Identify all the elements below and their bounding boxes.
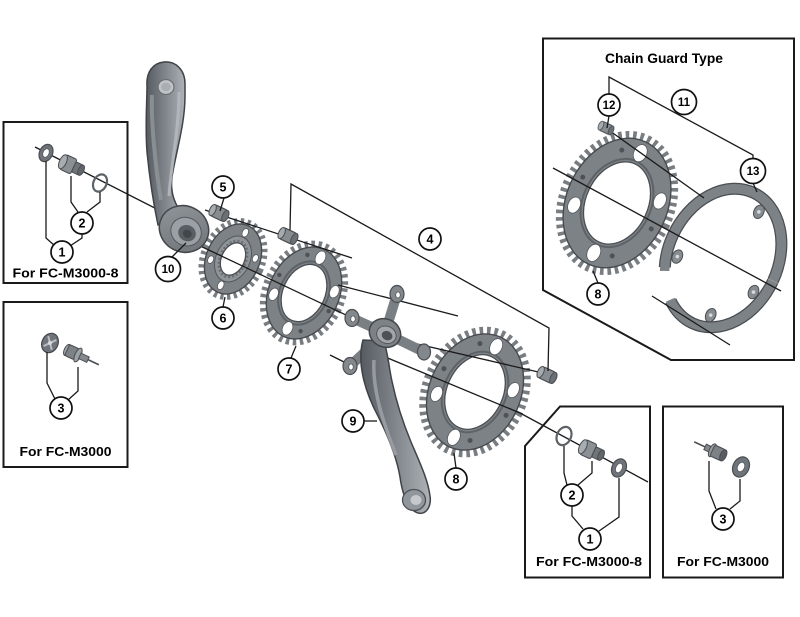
callout-3-bottomright: 3 (711, 507, 735, 531)
axis-line-guard-lower (651, 295, 731, 346)
callout-9: 9 (341, 409, 365, 433)
box-bottom-right-label: For FC-M3000 (677, 554, 769, 569)
chainring-middle (259, 240, 349, 346)
sprocket-small (198, 218, 268, 300)
washer (38, 143, 54, 163)
box-bottom-right (662, 405, 784, 579)
box-bottom-right-8-label: For FC-M3000-8 (536, 554, 642, 569)
chainring-bolt-right (534, 364, 560, 386)
callout-12: 12 (597, 93, 621, 117)
svg-text:6: 6 (220, 312, 227, 326)
svg-text:3: 3 (58, 402, 65, 416)
callout-2-bottomright: 2 (560, 483, 584, 507)
leader-7 (290, 345, 297, 359)
bracket-2-br-a (563, 446, 568, 486)
crank-fixing-bolt (57, 154, 86, 176)
parts-bottom-right-8-box (555, 425, 628, 478)
svg-text:2: 2 (79, 217, 86, 231)
svg-text:9: 9 (350, 415, 357, 429)
callout-7: 7 (277, 357, 301, 381)
svg-text:2: 2 (569, 489, 576, 503)
callout-4: 4 (418, 227, 442, 251)
svg-text:4: 4 (427, 233, 434, 247)
svg-text:3: 3 (720, 513, 727, 527)
callout-6: 6 (211, 306, 235, 330)
crank-left-boss (158, 204, 210, 254)
callout-8-guard: 8 (586, 282, 610, 306)
leader-13 (752, 182, 758, 193)
bracket-11 (608, 75, 754, 158)
box-mid-left (2, 301, 129, 468)
leader-8 (453, 452, 457, 469)
svg-text:13: 13 (747, 166, 760, 178)
callout-1-topleft: 1 (50, 240, 74, 264)
callout-8-main: 8 (444, 467, 468, 491)
bracket-4 (289, 182, 550, 372)
crank-cap (41, 332, 59, 354)
leader-10 (171, 242, 187, 258)
chainring-bolt-5 (206, 202, 232, 224)
chain-guard-ring (658, 182, 788, 334)
box-top-left-label: For FC-M3000-8 (13, 266, 119, 281)
svg-text:5: 5 (220, 181, 227, 195)
washer (610, 458, 628, 478)
crank-bolt-m3000 (63, 343, 100, 366)
bracket-1-br-a (571, 506, 584, 530)
callout-2-topleft: 2 (70, 211, 94, 235)
bracket-3-br-b (729, 479, 741, 510)
svg-text:12: 12 (603, 100, 616, 112)
leader-5 (219, 197, 225, 212)
bracket-2-topleft-b (86, 192, 101, 213)
axis-line-guard-bolt (609, 130, 705, 199)
crank-right-boss (368, 317, 402, 349)
o-ring (555, 425, 573, 447)
callout-3-left: 3 (49, 396, 73, 420)
callout-1-bottomright: 1 (578, 527, 602, 551)
parts-top-left-box (38, 143, 109, 193)
axis-line-chain-guard (552, 167, 782, 292)
leader-8-guard (592, 270, 599, 284)
callouts: 1 2 3 5 10 6 7 9 (49, 88, 767, 551)
bracket-3-left-a (46, 352, 56, 400)
bracket-2-br-b (577, 461, 593, 486)
bracket-1-topleft-b (69, 234, 83, 247)
o-ring (91, 173, 109, 193)
svg-text:1: 1 (59, 246, 66, 260)
crank-arm-left (145, 61, 210, 254)
leader-6 (222, 296, 226, 308)
svg-text:8: 8 (595, 288, 602, 302)
callout-5: 5 (211, 175, 235, 199)
bracket-1-br-b (598, 478, 620, 532)
crank-arm-right (342, 284, 432, 515)
callout-11: 11 (670, 88, 698, 116)
svg-text:7: 7 (286, 363, 293, 377)
svg-text:10: 10 (162, 264, 175, 276)
bracket-2-topleft-a (70, 176, 79, 213)
spider-tabs (342, 284, 432, 376)
parts-mid-left-box (41, 332, 100, 366)
parts-bottom-right-box (693, 441, 751, 478)
bracket-3-br-a (708, 461, 717, 510)
box-mid-left-label: For FC-M3000 (20, 444, 112, 459)
callout-13: 13 (739, 157, 767, 185)
box-chain-guard-title: Chain Guard Type (605, 50, 723, 66)
crank-fixing-bolt (577, 439, 606, 461)
washer (731, 456, 751, 478)
box-bottom-right-8 (524, 405, 651, 579)
svg-text:11: 11 (678, 97, 691, 109)
bracket-3-left-b (67, 367, 79, 401)
svg-text:1: 1 (587, 533, 594, 547)
leader-12 (606, 115, 610, 129)
chainring-bolt-left (275, 225, 301, 247)
axis-line-to-bottom-right-box (365, 348, 649, 483)
crank-bolt-m3000 (693, 441, 728, 462)
callout-10: 10 (154, 255, 182, 283)
bracket-1-topleft-a (45, 161, 56, 247)
svg-text:8: 8 (453, 473, 460, 487)
